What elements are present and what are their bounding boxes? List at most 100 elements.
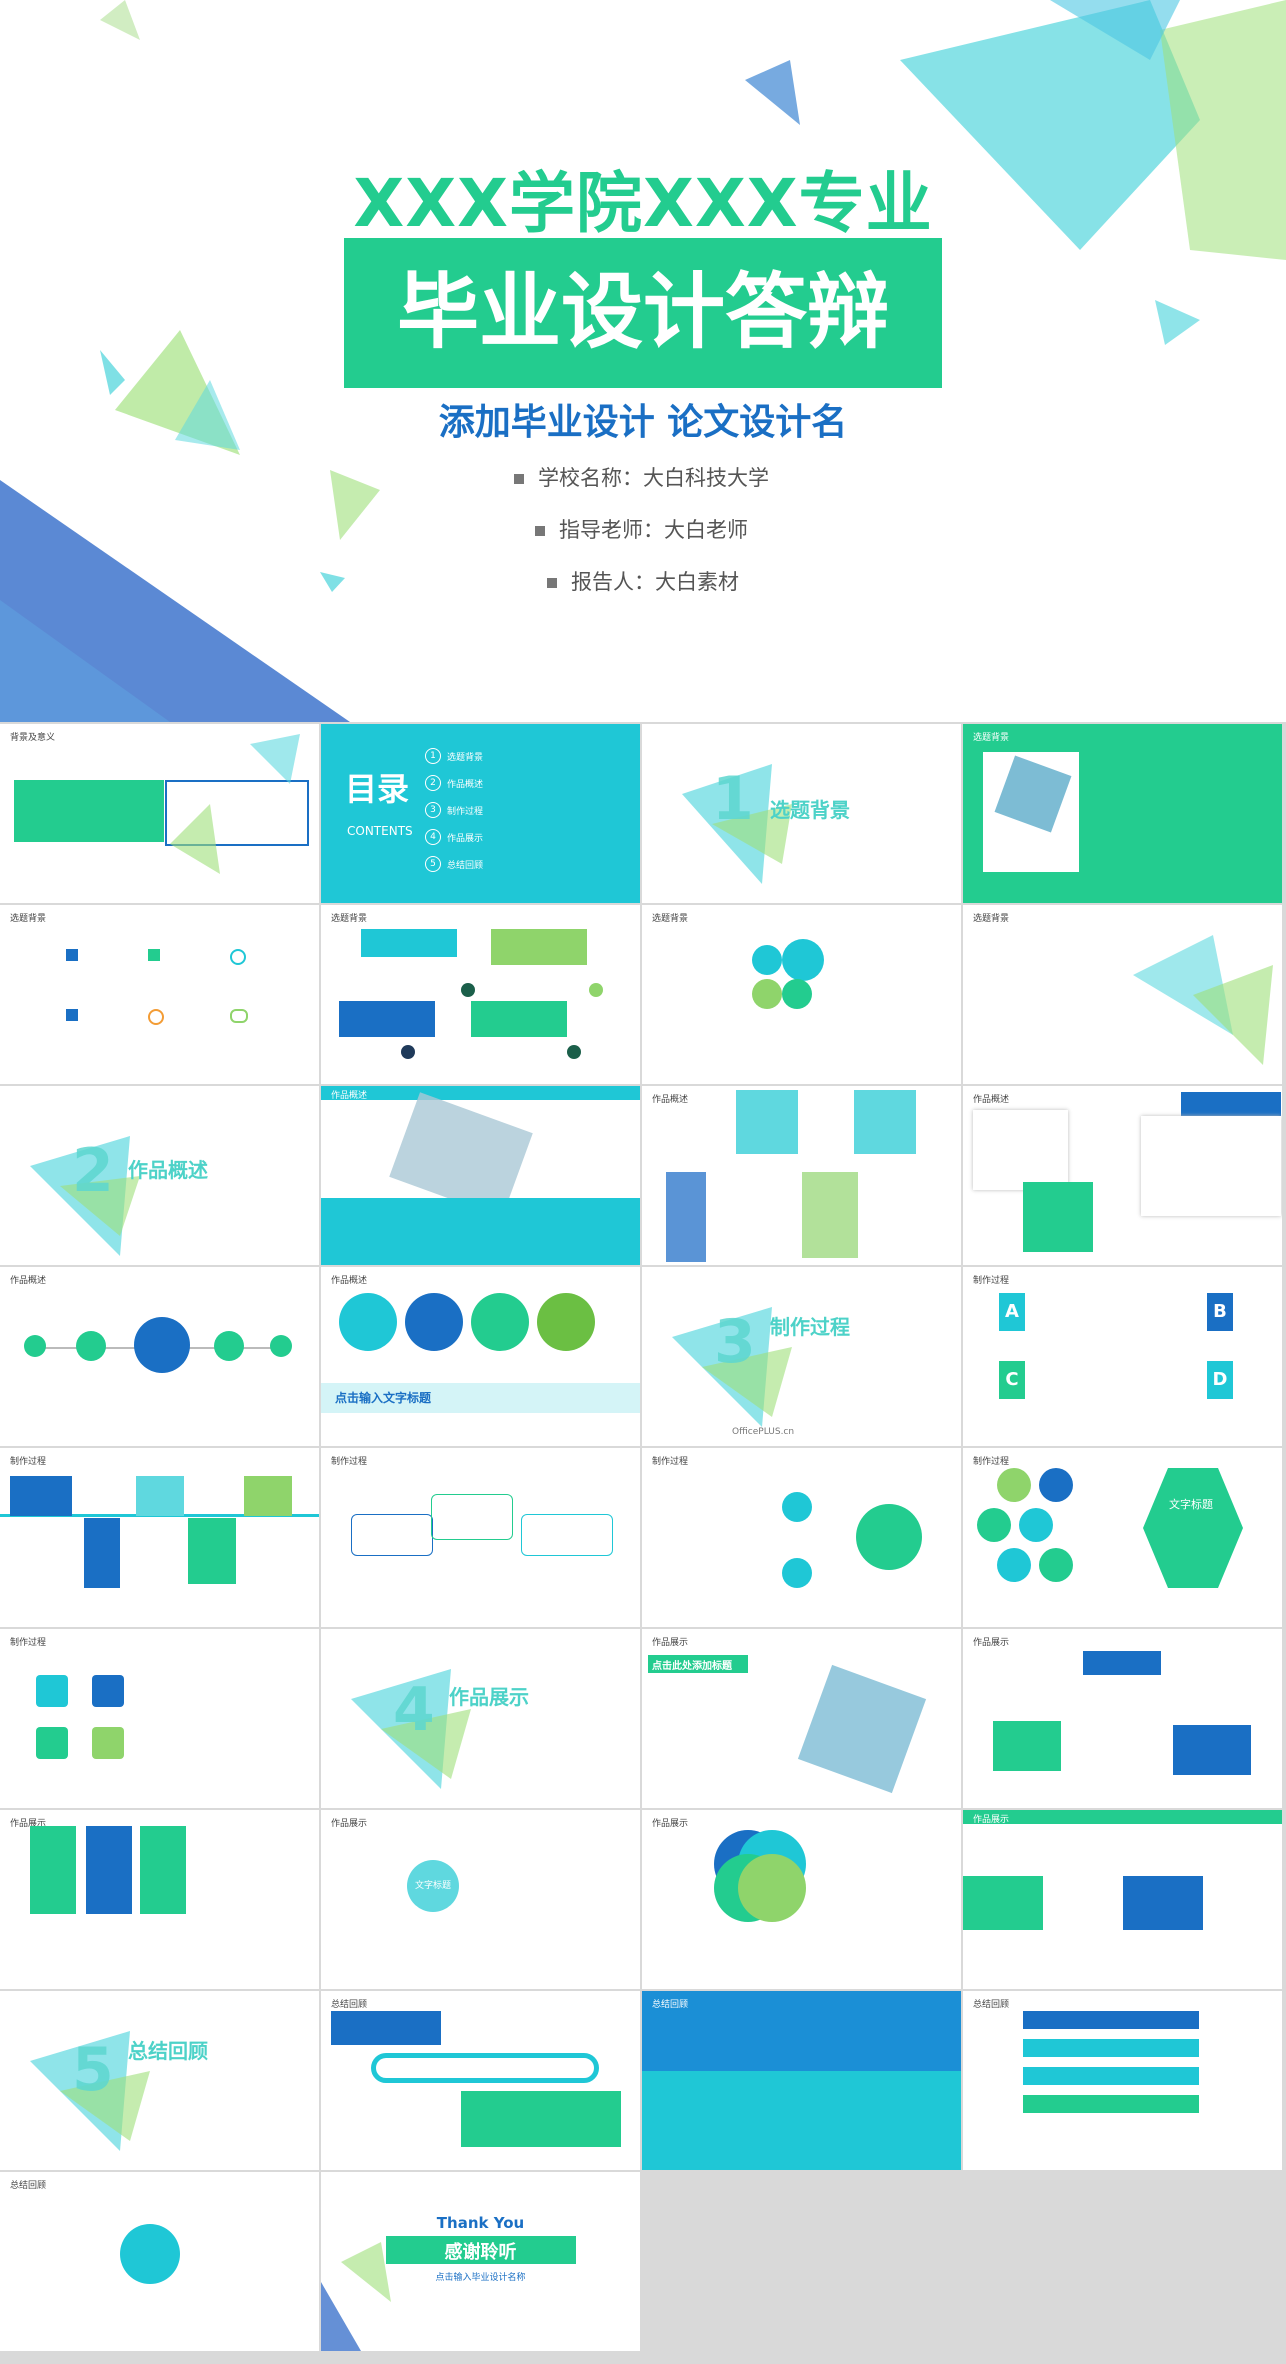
slide-thumb-9[interactable]: 2 作品概述: [0, 1086, 319, 1265]
refresh-icon: [148, 1009, 164, 1025]
heading-text: 点击此处添加标题: [652, 1661, 732, 1672]
hourglass-icon: [24, 1335, 46, 1357]
slide-thumb-31[interactable]: 总结回顾: [642, 1991, 961, 2170]
toc-title: 目录: [345, 770, 410, 808]
cover-title-line1: XXX学院XXX专业: [353, 165, 933, 242]
abcd-letter-box: D: [1207, 1361, 1233, 1399]
header-card: [1181, 1092, 1281, 1116]
tools-icon: [782, 1492, 812, 1522]
center-label: 文字标题: [414, 1881, 451, 1891]
slide-thumb-27[interactable]: 作品展示: [642, 1810, 961, 1989]
card-b: [461, 2091, 621, 2147]
card: [136, 1476, 184, 1516]
slide-thumb-12[interactable]: 作品概述: [963, 1086, 1282, 1265]
slide-thumb-3[interactable]: 1 选题背景: [642, 724, 961, 903]
toc-number: 2: [425, 775, 441, 791]
abcd-letter-box: B: [1207, 1293, 1233, 1331]
stopwatch-icon: [214, 1331, 244, 1361]
cover-school: 学校名称：大白科技大学: [514, 462, 769, 492]
slide-thumb-7[interactable]: 选题背景: [642, 905, 961, 1084]
slide-title: 选题背景: [973, 733, 1010, 743]
slide-thumb-11[interactable]: 作品概述: [642, 1086, 961, 1265]
hexagon-card: [1143, 1468, 1243, 1588]
slide-thumb-34[interactable]: Thank You 感谢聆听 点击输入毕业设计名称: [321, 2172, 640, 2351]
cover-title-banner: [344, 238, 942, 388]
list-bar: [1023, 2095, 1199, 2113]
badge-c: [401, 1045, 415, 1059]
slide-thumb-26[interactable]: 作品展示 文字标题: [321, 1810, 640, 1989]
list-bar: [1023, 2011, 1199, 2029]
toc-number: 5: [425, 856, 441, 872]
slide-title: 选题背景: [331, 914, 368, 924]
section-number: 4: [393, 1675, 435, 1745]
image-frame: [973, 1110, 1068, 1190]
decor-triangles: [170, 734, 300, 874]
slide-thumb-1[interactable]: 背景及意义: [0, 724, 319, 903]
tools-icon: [405, 1293, 463, 1351]
outline-card: [431, 1494, 513, 1540]
section-label: 作品展示: [449, 1685, 529, 1709]
bullet-square-icon: [535, 526, 545, 536]
slide-thumb-23[interactable]: 作品展示 点击此处添加标题: [642, 1629, 961, 1808]
slide-thumb-33[interactable]: 总结回顾: [0, 2172, 319, 2351]
thanks-banner: [386, 2236, 576, 2264]
slide-thumb-15[interactable]: 3 制作过程 OfficePLUS.cn: [642, 1267, 961, 1446]
slide-thumb-22[interactable]: 4 作品展示: [321, 1629, 640, 1808]
card-d: [471, 1001, 567, 1037]
slide-thumb-19[interactable]: 制作过程: [642, 1448, 961, 1627]
slide-thumb-10[interactable]: 作品概述: [321, 1086, 640, 1265]
slide-title: 制作过程: [973, 1276, 1010, 1286]
slide-thumb-18[interactable]: 制作过程: [321, 1448, 640, 1627]
slide-title: 作品展示: [652, 1819, 689, 1829]
section-label: 选题背景: [770, 798, 850, 822]
toc-subtitle: CONTENTS: [347, 824, 413, 838]
slide-thumb-5[interactable]: 选题背景: [0, 905, 319, 1084]
card: [736, 1090, 798, 1154]
slide-thumb-4[interactable]: 选题背景: [963, 724, 1282, 903]
slide-title: 作品概述: [973, 1095, 1010, 1105]
slide-thumb-24[interactable]: 作品展示: [963, 1629, 1282, 1808]
gear-icon: [92, 1675, 124, 1707]
search-icon: [230, 949, 246, 965]
brain-icon: [738, 1854, 806, 1922]
icon-circle: [752, 945, 782, 975]
text-card: [1023, 1182, 1093, 1252]
slide-thumb-17[interactable]: 制作过程: [0, 1448, 319, 1627]
text-panel: [14, 780, 164, 842]
slide-thumb-20[interactable]: 制作过程 文字标题: [963, 1448, 1282, 1627]
gear-icon: [782, 1558, 812, 1588]
slide-title: 作品概述: [331, 1091, 368, 1101]
card: [84, 1518, 120, 1588]
slide-thumb-30[interactable]: 总结回顾: [321, 1991, 640, 2170]
slide-thumb-8[interactable]: 选题背景: [963, 905, 1282, 1084]
section-label: 作品概述: [128, 1158, 208, 1182]
toc-number: 4: [425, 829, 441, 845]
slide-thumb-29[interactable]: 5 总结回顾: [0, 1991, 319, 2170]
gear-icon: [270, 1335, 292, 1357]
card: [140, 1826, 186, 1914]
slide-title: 作品概述: [652, 1095, 689, 1105]
hexagon-label: 文字标题: [1169, 1498, 1213, 1511]
badge-b: [589, 983, 603, 997]
id-card-icon: [977, 1508, 1011, 1542]
bullet-square-icon: [514, 474, 524, 484]
cover-title-line2: 毕业设计答辩: [396, 265, 889, 360]
slide-thumb-32[interactable]: 总结回顾: [963, 1991, 1282, 2170]
slide-thumb-28[interactable]: 作品展示: [963, 1810, 1282, 1989]
slide-thumb-6[interactable]: 选题背景: [321, 905, 640, 1084]
gear-icon: [537, 1293, 595, 1351]
decor-triangles: [1133, 935, 1273, 1065]
toc-number: 1: [425, 748, 441, 764]
slide-thumb-13[interactable]: 作品概述: [0, 1267, 319, 1446]
bullet-square-icon: [547, 578, 557, 588]
slide-thumb-21[interactable]: 制作过程: [0, 1629, 319, 1808]
globe-hands-icon: [856, 1504, 922, 1570]
decor-triangles: [30, 1136, 140, 1256]
slide-title: 制作过程: [652, 1457, 689, 1467]
badge-d: [567, 1045, 581, 1059]
slide-thumb-25[interactable]: 作品展示: [0, 1810, 319, 1989]
slide-thumb-14[interactable]: 作品概述 点击输入文字标题: [321, 1267, 640, 1446]
